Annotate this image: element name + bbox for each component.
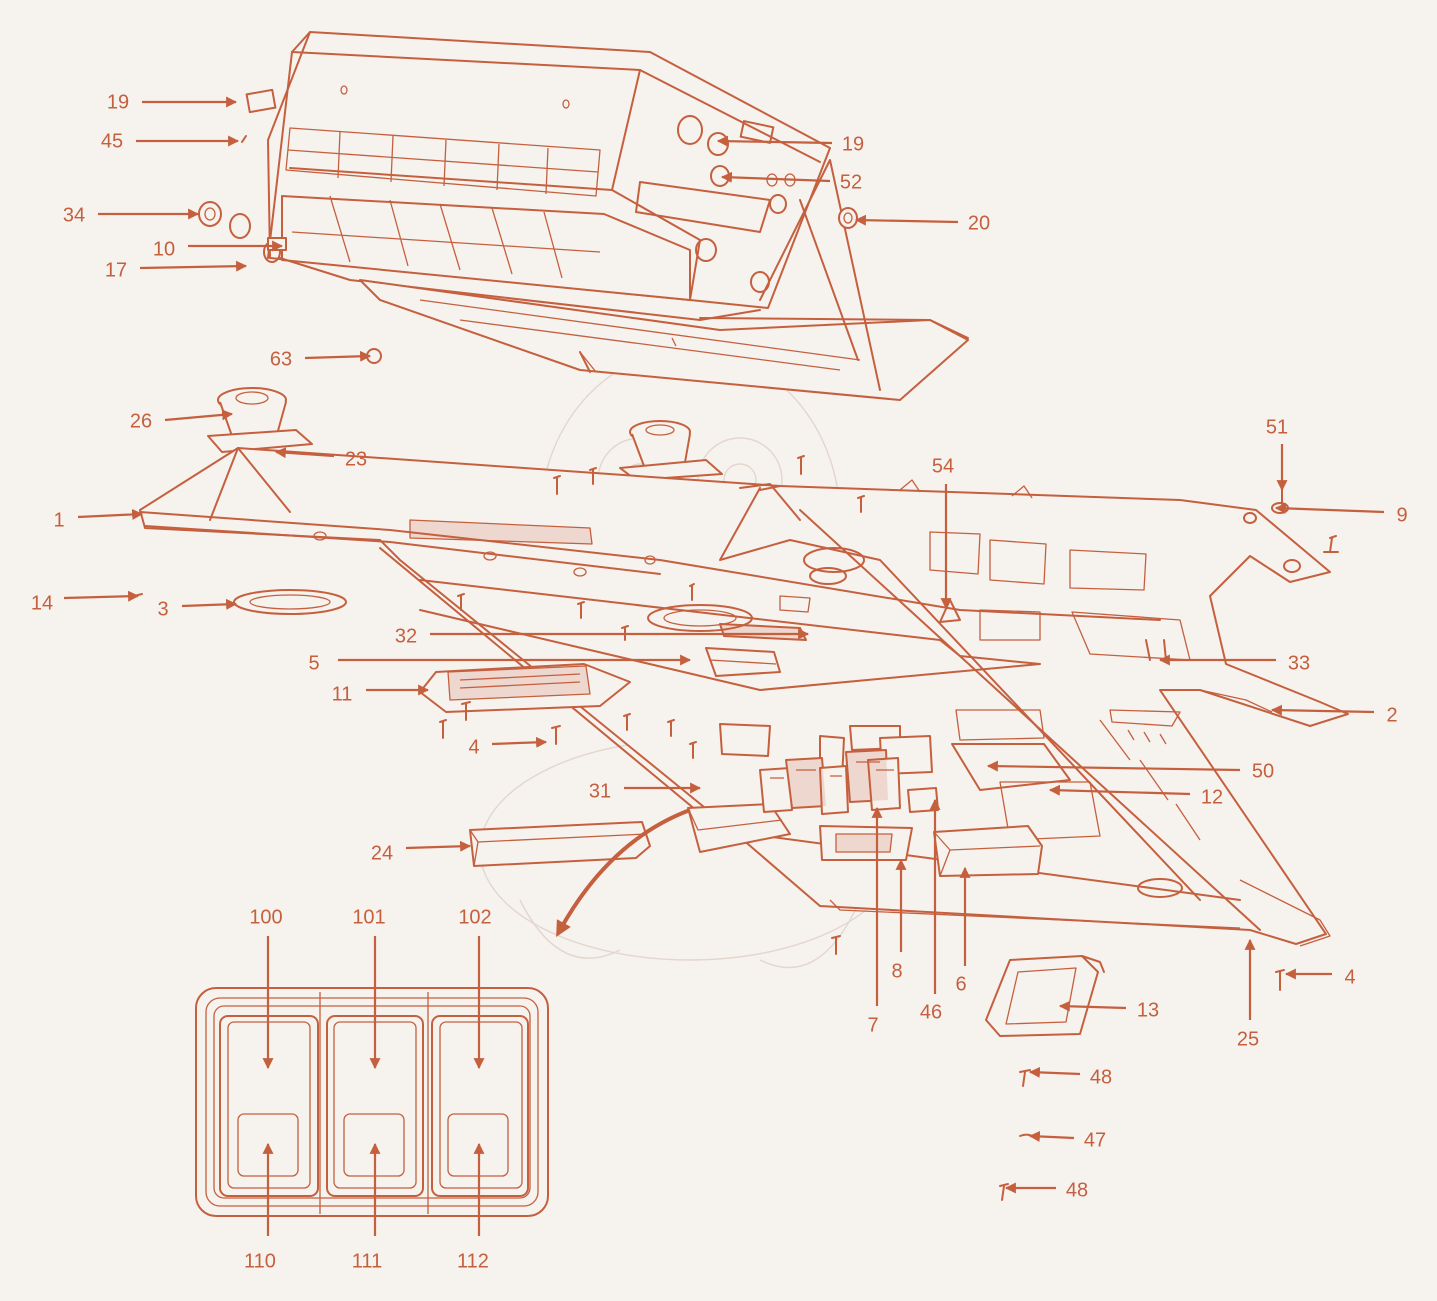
callout-label-c51: 51 bbox=[1266, 416, 1288, 438]
callout-leader-c23 bbox=[274, 447, 335, 459]
callout-label-c34: 34 bbox=[63, 204, 85, 226]
callout-label-c63: 63 bbox=[270, 348, 292, 370]
upper-enclosure bbox=[229, 31, 969, 401]
callout-leader-c63 bbox=[304, 350, 372, 362]
callout-label-c54: 54 bbox=[932, 455, 954, 477]
callout-label-c100: 100 bbox=[249, 906, 282, 928]
callout-label-c14: 14 bbox=[31, 592, 53, 614]
callout-label-c48a: 48 bbox=[1090, 1066, 1112, 1088]
callout-leader-c19b bbox=[716, 135, 833, 147]
callout-label-c23: 23 bbox=[345, 448, 367, 470]
callout-leader-c17 bbox=[139, 260, 248, 272]
callout-label-c10: 10 bbox=[153, 238, 175, 260]
grille-cells bbox=[287, 131, 599, 195]
callout-leader-c24 bbox=[405, 840, 472, 852]
callout-label-c3: 3 bbox=[157, 598, 168, 620]
callout-label-c31: 31 bbox=[589, 780, 611, 802]
screws bbox=[133, 351, 1337, 1201]
callout-leader-c3 bbox=[181, 598, 238, 610]
callout-label-c46: 46 bbox=[920, 1001, 942, 1023]
callout-leader-c9 bbox=[1274, 502, 1385, 514]
callout-label-c48b: 48 bbox=[1066, 1179, 1088, 1201]
callout-label-c4b: 4 bbox=[1344, 966, 1355, 988]
callout-label-c52: 52 bbox=[840, 171, 862, 193]
speaker-left bbox=[207, 387, 313, 453]
callout-leader-c2 bbox=[1270, 704, 1375, 716]
callout-label-c12: 12 bbox=[1201, 786, 1223, 808]
switch-bank bbox=[759, 749, 939, 815]
callout-label-c33: 33 bbox=[1288, 652, 1310, 674]
callout-label-c25: 25 bbox=[1237, 1028, 1259, 1050]
callout-label-c50: 50 bbox=[1252, 760, 1274, 782]
callout-label-c17: 17 bbox=[105, 259, 127, 281]
callout-label-c8: 8 bbox=[891, 960, 902, 982]
callout-label-c13: 13 bbox=[1137, 999, 1159, 1021]
callout-label-c101: 101 bbox=[352, 906, 385, 928]
callout-label-c4a: 4 bbox=[468, 736, 479, 758]
callout-label-c5: 5 bbox=[308, 652, 319, 674]
gasket-ring bbox=[233, 589, 347, 615]
callout-label-c9: 9 bbox=[1396, 504, 1407, 526]
ring-bracket bbox=[985, 955, 1105, 1037]
electrical-components bbox=[419, 647, 1101, 877]
detail-arrow bbox=[556, 808, 691, 937]
callout-label-c102: 102 bbox=[458, 906, 491, 928]
callout-label-c112: 112 bbox=[457, 1250, 489, 1272]
callout-label-c19a: 19 bbox=[107, 91, 129, 113]
switch-panel-inset bbox=[195, 987, 549, 1217]
callout-leader-c4a bbox=[491, 736, 548, 748]
callout-label-c11: 11 bbox=[332, 683, 353, 705]
callout-label-c24: 24 bbox=[371, 842, 393, 864]
callout-leader-c13 bbox=[1058, 1000, 1127, 1012]
main-chassis bbox=[139, 447, 1349, 947]
callout-label-c2: 2 bbox=[1386, 704, 1397, 726]
callout-leader-c50 bbox=[986, 760, 1241, 772]
callout-label-c47: 47 bbox=[1084, 1129, 1106, 1151]
callout-label-c19b: 19 bbox=[842, 133, 864, 155]
callout-leader-c1 bbox=[77, 508, 144, 520]
callout-label-c110: 110 bbox=[244, 1250, 276, 1272]
callout-label-c111: 111 bbox=[352, 1250, 382, 1272]
callout-leader-c20 bbox=[854, 214, 959, 226]
callout-leader-c48a bbox=[1028, 1066, 1081, 1078]
callout-leader-c14 bbox=[63, 590, 140, 602]
callout-label-c45: 45 bbox=[101, 130, 123, 152]
callout-label-c6: 6 bbox=[955, 973, 966, 995]
callout-label-c7: 7 bbox=[867, 1014, 878, 1036]
speaker-right bbox=[619, 420, 723, 481]
callout-label-c32: 32 bbox=[395, 625, 417, 647]
callout-leader-c26 bbox=[164, 409, 234, 422]
callout-label-c20: 20 bbox=[968, 212, 990, 234]
callout-leader-c12 bbox=[1048, 784, 1191, 796]
callout-label-c26: 26 bbox=[130, 410, 152, 432]
callout-label-c1: 1 bbox=[53, 509, 64, 531]
callout-leader-c52 bbox=[720, 171, 831, 183]
callout-leader-c47 bbox=[1028, 1130, 1075, 1142]
